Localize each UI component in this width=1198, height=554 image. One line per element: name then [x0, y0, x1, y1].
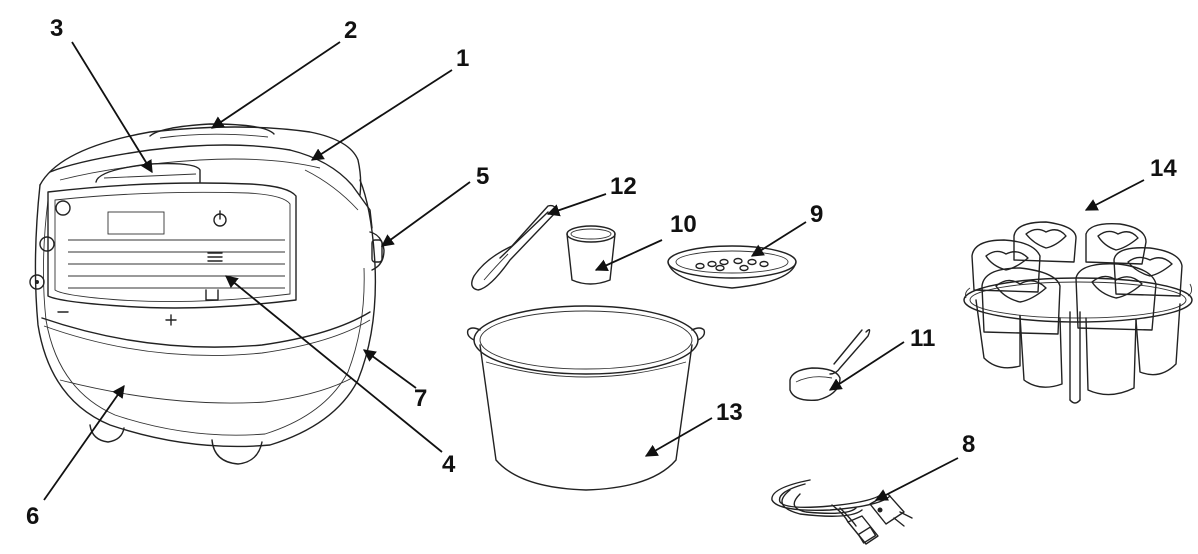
callout-2: 2 — [344, 17, 357, 44]
callout-3: 3 — [50, 15, 63, 42]
yogurt-jar-stand — [964, 222, 1192, 403]
leader-lines — [44, 42, 1144, 500]
leader-14 — [1086, 180, 1144, 210]
callout-7: 7 — [414, 385, 427, 412]
measuring-cup — [567, 226, 615, 284]
leader-3 — [72, 42, 152, 172]
ladle — [790, 330, 870, 401]
leader-12 — [548, 194, 606, 214]
leader-7 — [364, 350, 416, 388]
spatula — [472, 206, 556, 290]
leader-6 — [44, 386, 124, 500]
leader-5 — [382, 182, 470, 246]
callout-1: 1 — [456, 45, 469, 72]
leader-1 — [312, 70, 452, 160]
leader-10 — [596, 240, 662, 270]
leader-2 — [212, 42, 340, 128]
steamer-tray — [668, 246, 796, 288]
power-cord — [772, 480, 912, 544]
multicooker-body — [30, 124, 384, 464]
callout-8: 8 — [962, 431, 975, 458]
callout-14: 14 — [1150, 155, 1177, 182]
callout-labels: 1 2 3 4 5 6 7 8 9 10 11 12 13 14 — [26, 15, 1177, 530]
leader-8 — [876, 458, 958, 500]
callout-9: 9 — [810, 201, 823, 228]
inner-pot — [468, 306, 705, 490]
callout-5: 5 — [476, 163, 489, 190]
callout-10: 10 — [670, 211, 697, 238]
callout-4: 4 — [442, 451, 456, 478]
leader-13 — [646, 418, 712, 456]
leader-4 — [226, 276, 442, 452]
callout-11: 11 — [910, 325, 935, 352]
callout-12: 12 — [610, 173, 637, 200]
callout-6: 6 — [26, 503, 39, 530]
callout-13: 13 — [716, 399, 743, 426]
